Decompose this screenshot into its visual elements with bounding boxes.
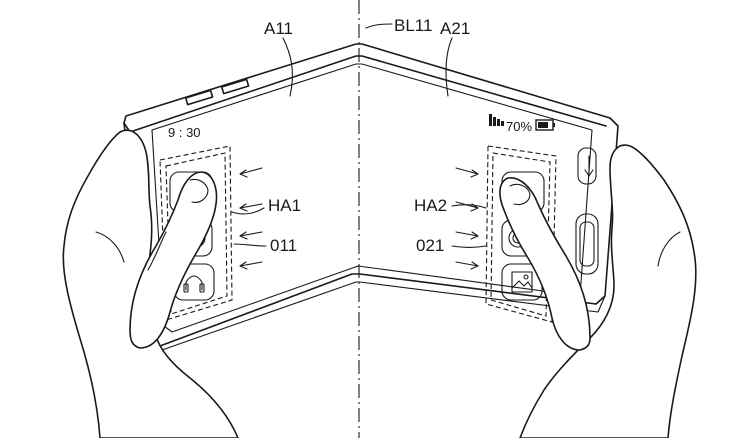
side-button bbox=[575, 213, 599, 275]
label-bl11: BL11 bbox=[394, 16, 432, 35]
left-thumb bbox=[129, 171, 218, 349]
label-021: 021 bbox=[416, 236, 444, 255]
label-011: 011 bbox=[270, 236, 297, 255]
leader-lines bbox=[231, 23, 487, 249]
headphones-icon bbox=[173, 263, 215, 301]
device-back-edge bbox=[123, 55, 607, 133]
battery-icon bbox=[535, 119, 555, 131]
back-arrow-icon bbox=[577, 147, 597, 185]
label-ha2: HA2 bbox=[414, 196, 447, 215]
left-hand bbox=[62, 129, 239, 438]
signal-bars-icon bbox=[489, 114, 504, 126]
volume-button-2 bbox=[220, 78, 250, 95]
left-hand-palm bbox=[62, 129, 239, 438]
battery-percent: 70% bbox=[506, 119, 532, 134]
right-hand bbox=[499, 144, 697, 438]
right-thumb bbox=[499, 177, 591, 351]
label-a21: A21 bbox=[440, 19, 470, 38]
volume-button-1 bbox=[184, 89, 214, 106]
right-arrows bbox=[455, 167, 479, 270]
right-hand-palm bbox=[519, 144, 697, 438]
label-a11: A11 bbox=[264, 19, 293, 38]
left-arrows bbox=[239, 167, 263, 270]
status-time: 9 : 30 bbox=[168, 125, 201, 140]
hold-area-ha2 bbox=[485, 145, 557, 323]
label-ha1: HA1 bbox=[268, 196, 301, 215]
